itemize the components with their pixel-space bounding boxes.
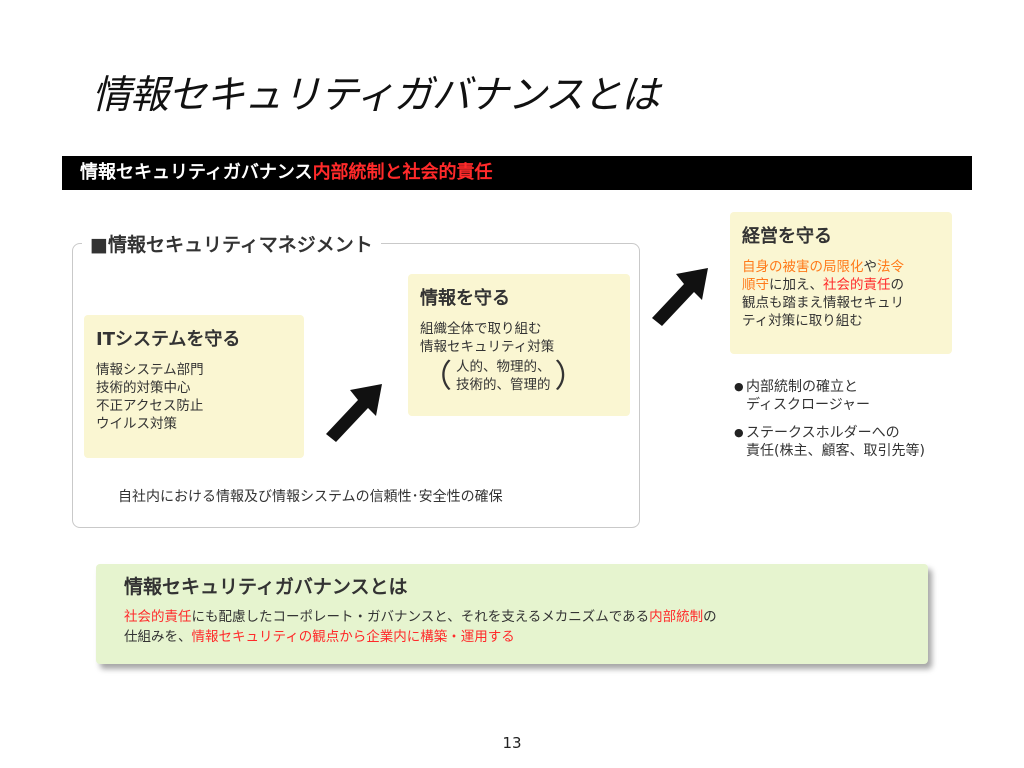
bullet-text: 内部統制の確立と: [746, 379, 858, 395]
plain-text: や: [863, 259, 878, 275]
highlight-text: 順守: [742, 277, 769, 293]
management-title: 経営を守る: [742, 226, 832, 247]
information-box: 情報を守る 組織全体で取り組む 情報セキュリティ対策 （ 人的、物理的、 技術的…: [408, 274, 630, 416]
list-item: ● 内部統制の確立と ディスクロージャー: [734, 378, 925, 414]
highlight-text: 内部統制: [649, 609, 704, 625]
measures-list: 人的、物理的、 技術的、管理的: [452, 358, 555, 394]
bullet-icon: ●: [734, 426, 744, 439]
plain-text: の: [890, 277, 905, 293]
bullet-text: 責任(株主、顧客、取引先等): [746, 443, 925, 459]
banner-text: 情報セキュリティガバナンス: [80, 162, 313, 183]
management-box: 経営を守る 自身の被害の局限化や法令 順守に加え、社会的責任の 観点も踏まえ情報…: [730, 212, 952, 354]
bullet-text: ディスクロージャー: [746, 397, 871, 413]
it-system-title: ITシステムを守る: [96, 329, 241, 350]
it-system-line: 情報システム部門: [96, 362, 204, 378]
information-title: 情報を守る: [420, 288, 510, 309]
bullet-icon: ●: [734, 380, 744, 393]
banner-highlight: 内部統制と社会的責任: [312, 162, 493, 183]
measures-line: 技術的、管理的: [456, 377, 551, 393]
paren-close: ）: [554, 357, 587, 395]
highlight-text: 自身の被害の局限化: [742, 259, 864, 275]
security-management-title: ■情報セキュリティマネジメント: [82, 230, 381, 257]
page-number: 13: [502, 734, 522, 752]
arrow-up-right-icon: [646, 258, 718, 330]
slide-title: 情報セキュリティガバナンスとは: [92, 73, 660, 118]
banner: 情報セキュリティガバナンス内部統制と社会的責任: [62, 156, 972, 190]
arrow-up-right-icon: [320, 374, 392, 446]
information-line: 組織全体で取り組む: [420, 321, 542, 337]
definition-line: 仕組みを、情報セキュリティの観点から企業内に構築・運用する: [124, 627, 900, 647]
list-item: ● ステークスホルダーへの 責任(株主、顧客、取引先等): [734, 424, 925, 460]
information-line: 情報セキュリティ対策: [420, 339, 555, 355]
definition-title: 情報セキュリティガバナンスとは: [124, 576, 408, 598]
it-system-line: 不正アクセス防止: [96, 398, 204, 414]
paren-open: （: [420, 357, 453, 395]
plain-text: にも配慮したコーポレート・ガバナンスと、それを支えるメカニズムである: [191, 609, 650, 625]
plain-text: に加え、: [769, 277, 823, 293]
it-system-box: ITシステムを守る 情報システム部門 技術的対策中心 不正アクセス防止 ウイルス…: [84, 315, 304, 458]
definition-line: 社会的責任にも配慮したコーポレート・ガバナンスと、それを支えるメカニズムである内…: [124, 607, 900, 627]
highlight-text: 法令: [877, 259, 904, 275]
it-system-line: 技術的対策中心: [96, 380, 191, 396]
management-footer: 自社内における情報及び情報システムの信頼性･安全性の確保: [118, 489, 503, 505]
plain-text: の: [703, 609, 717, 625]
management-line: ティ対策に取り組む: [742, 313, 863, 329]
it-system-line: ウイルス対策: [96, 416, 177, 432]
measures-line: 人的、物理的、: [456, 359, 551, 375]
management-line: 観点も踏まえ情報セキュリ: [742, 295, 904, 311]
management-line: 自身の被害の局限化や法令: [742, 258, 940, 276]
highlight-text: 社会的責任: [823, 277, 891, 293]
bullet-text: ステークスホルダーへの: [746, 425, 900, 441]
definition-box: 情報セキュリティガバナンスとは 社会的責任にも配慮したコーポレート・ガバナンスと…: [96, 564, 928, 664]
highlight-text: 情報セキュリティの観点から企業内に構築・運用する: [191, 629, 515, 645]
management-line: 順守に加え、社会的責任の: [742, 276, 940, 294]
highlight-text: 社会的責任: [124, 609, 192, 625]
plain-text: 仕組みを、: [124, 629, 192, 645]
bullet-list: ● 内部統制の確立と ディスクロージャー ● ステークスホルダーへの 責任(株主…: [734, 378, 925, 470]
information-measures: （ 人的、物理的、 技術的、管理的 ）: [420, 358, 618, 394]
